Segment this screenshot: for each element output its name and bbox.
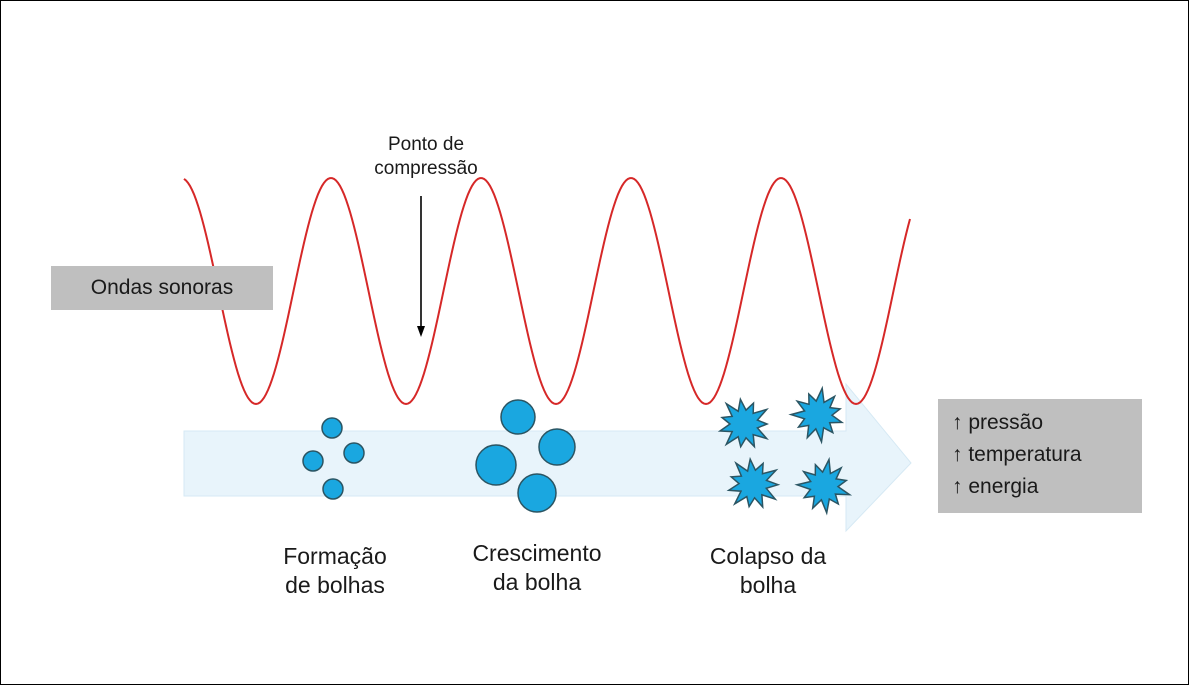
compression-label-line2: compressão xyxy=(374,157,478,179)
compression-arrow-head xyxy=(417,326,425,337)
stage-label-formation: Formação de bolhas xyxy=(255,542,415,600)
collapse-burst xyxy=(726,456,781,510)
bubble-collapse-group xyxy=(717,385,853,516)
stage-label-growth: Crescimento da bolha xyxy=(447,539,627,597)
effect-energy: ↑ energia xyxy=(952,475,1039,498)
sound-wave xyxy=(183,177,911,406)
compression-label-line1: Ponto de xyxy=(387,134,465,155)
effect-pressure: ↑ pressão xyxy=(952,411,1044,434)
stage-label-collapse: Colapso da bolha xyxy=(683,542,853,600)
bubble-growth-group xyxy=(475,399,576,513)
wave-label: Ondas sonoras xyxy=(90,276,234,299)
small-bubble xyxy=(302,450,324,472)
compression-label: Ponto de compressão xyxy=(346,133,506,181)
large-bubble xyxy=(475,444,517,486)
stage-label-line: bolha xyxy=(739,571,797,598)
wave-label-box: Ondas sonoras xyxy=(51,266,273,310)
effect-temperature: ↑ temperatura xyxy=(952,443,1082,466)
stage-label-line: Formação xyxy=(283,543,387,569)
collapse-burst xyxy=(717,397,769,449)
small-bubble xyxy=(321,417,343,439)
stage-label-line: de bolhas xyxy=(285,571,385,598)
large-bubble xyxy=(500,399,536,435)
bubble-formation-group xyxy=(302,417,365,500)
collapse-burst xyxy=(788,385,845,445)
small-bubble xyxy=(322,478,344,500)
small-bubble xyxy=(343,442,365,464)
large-bubble xyxy=(538,428,576,466)
stage-label-line: Colapso da xyxy=(709,543,827,569)
collapse-burst xyxy=(794,456,853,516)
effects-box: ↑ pressão ↑ temperatura ↑ energia xyxy=(938,399,1142,513)
large-bubble xyxy=(517,473,557,513)
stage-label-line: da bolha xyxy=(492,568,582,595)
stage-label-line: Crescimento xyxy=(472,540,602,566)
